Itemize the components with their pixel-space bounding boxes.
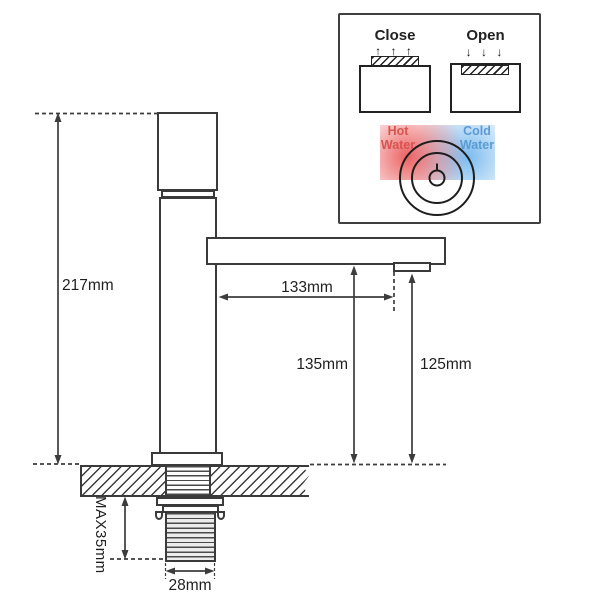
close-label: Close — [374, 27, 416, 44]
counter-left-edge — [80, 464, 82, 497]
faucet-handle-knob — [157, 112, 218, 191]
hot-water-line2: Water — [380, 137, 416, 152]
dim-spout-reach: 133mm — [281, 279, 333, 296]
dim-total-height: 217mm — [62, 277, 114, 294]
faucet-base-flange — [151, 452, 223, 466]
open-arrows-icon: ↓ ↓ ↓ — [465, 45, 506, 59]
faucet-spout-arm — [206, 237, 446, 265]
dim-aerator-height: 125mm — [420, 356, 472, 373]
counter-bottom-edge — [80, 494, 309, 497]
shank-through-counter — [165, 466, 211, 495]
cold-water-line2: Water — [459, 137, 495, 152]
faucet-aerator-nozzle — [393, 262, 431, 272]
open-label: Open — [466, 27, 505, 44]
dim-max-deck-thickness: MAX35mm — [92, 496, 109, 574]
mounting-hook-left — [155, 511, 163, 520]
close-handle-hatched — [371, 56, 419, 66]
close-arrows-icon: ↑ ↑ ↑ — [375, 44, 415, 58]
knob-top-view — [399, 140, 475, 216]
cold-water-label: Cold Water — [457, 124, 497, 153]
faucet-body-column — [159, 197, 217, 454]
close-cartridge-body — [359, 65, 431, 113]
open-handle-hatched — [461, 65, 509, 75]
hot-water-line1: Hot — [387, 124, 409, 138]
dim-spout-height: 135mm — [296, 356, 348, 373]
mounting-nut — [162, 505, 219, 513]
mounting-hook-right — [217, 511, 225, 520]
operation-inset-panel: Close Open ↑ ↑ ↑ ↓ ↓ ↓ Hot Water Cold Wa… — [338, 13, 541, 224]
cold-water-line1: Cold — [463, 124, 491, 138]
dim-hole-diameter: 28mm — [168, 577, 212, 594]
hot-water-label: Hot Water — [378, 124, 418, 153]
threaded-shank-lower — [165, 513, 216, 562]
